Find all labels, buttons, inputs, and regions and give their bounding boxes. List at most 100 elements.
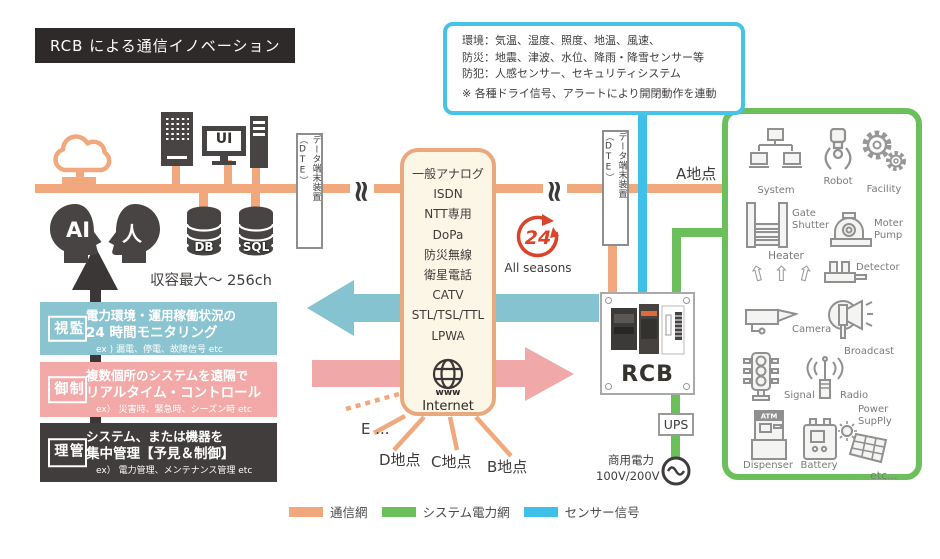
legend-power: システム電力網 (381, 502, 510, 521)
manage-line2: 集中管理【予見＆制御】 (86, 445, 235, 462)
manage-ex: ex） 電力管理、メンテナンス管理 etc (96, 466, 253, 477)
server-icon (161, 112, 193, 166)
svg-text:ATM: ATM (761, 413, 778, 421)
manage-tag: 管理 (48, 437, 87, 468)
sensor-line-env: 環境：気温、湿度、照度、地温、風速、 (462, 34, 660, 47)
network-item: 一般アナログ (412, 167, 484, 181)
db-label: DB (194, 240, 214, 254)
rcb-label: RCB (621, 362, 674, 387)
detector-label: Detector (856, 262, 900, 273)
www-label: www (435, 387, 461, 398)
network-item: 衛星電話 (423, 268, 472, 283)
screw-icon (605, 297, 612, 304)
network-item: ISDN (433, 187, 463, 202)
legend-comm-label: 通信網 (330, 505, 368, 520)
network-item: LPWA (431, 328, 465, 343)
capacity-label: 収容最大〜 256ch (150, 273, 272, 289)
screw-icon (683, 383, 690, 390)
devices-box: System Robot Facility (722, 108, 922, 482)
facility-icon (862, 130, 906, 171)
internet-globe-icon (432, 358, 464, 389)
legend: 通信網 システム電力網 センサー信号 (289, 502, 640, 521)
battery-icon (803, 418, 837, 460)
sensor-line-disaster: 防災：地震、津波、水位、降雨・降雪センサー等 (462, 50, 704, 64)
robot-icon (824, 128, 852, 170)
all-seasons-label: All seasons (504, 261, 572, 275)
network-list-box: 一般アナログ ISDN NTT専用 DoPa 防災無線 衛星電話 CATV ST… (400, 148, 496, 416)
control-line2: リアルタイム・コントロール (86, 384, 262, 401)
battery-label: Battery (800, 460, 838, 471)
system-icon (749, 128, 802, 168)
facility-label: Facility (866, 184, 902, 195)
heater-icon: ⇧⇧⇧ (746, 260, 817, 288)
monitor-pc-icon (202, 116, 268, 168)
screw-icon (683, 297, 690, 304)
monitor-arrow-head (307, 280, 354, 336)
etc-label: etc... (870, 469, 898, 482)
ups-box: UPS (658, 413, 694, 436)
site-b-label: B地点 (487, 458, 528, 476)
moter-pump-label: Moter Pump (874, 218, 903, 241)
dte-left-box: データ端末装置（DTE） (296, 133, 323, 249)
screw-icon (605, 383, 612, 390)
site-c-label: C地点 (431, 453, 472, 471)
control-line1: 複数個所のシステムを遠隔で (86, 368, 249, 383)
line-break-icon: ≈ (345, 172, 380, 210)
monitor-tag: 監視 (48, 315, 87, 342)
page-title: RCB による通信イノベーション (35, 28, 296, 63)
rcb-device-icon (611, 304, 685, 355)
legend-comm: 通信網 (289, 502, 368, 521)
control-ex: ex） 災害時、緊急時、シーズン時 etc (96, 405, 252, 416)
signal-label: Signal (784, 390, 815, 401)
ui-label: UI (215, 131, 233, 147)
sensor-signal-swatch (523, 506, 558, 517)
network-item: NTT専用 (424, 207, 472, 222)
manage-line1: システム、または機器を (86, 429, 224, 444)
control-tag: 制御 (48, 375, 87, 404)
ac-power-icon (661, 456, 691, 486)
broadcast-icon (828, 299, 873, 339)
network-item: 防災無線 (423, 247, 472, 262)
signal-icon (743, 352, 779, 401)
robot-label: Robot (823, 176, 853, 187)
dispenser-label: Dispenser (743, 460, 793, 471)
network-item: DoPa (432, 227, 464, 242)
camera-label: Camera (792, 324, 832, 335)
control-row: 制御 複数個所のシステムを遠隔で リアルタイム・コントロール ex） 災害時、緊… (40, 362, 277, 417)
network-item: STL/TSL/TTL (411, 308, 485, 323)
manage-row: 管理 システム、または機器を 集中管理【予見＆制御】 ex） 電力管理、メンテナ… (40, 423, 277, 482)
site-d-label: D地点 (379, 451, 421, 469)
radio-icon (806, 356, 844, 399)
moter-pump-icon (830, 212, 872, 247)
system-label: System (757, 185, 795, 196)
network-item: CATV (432, 288, 464, 303)
commercial-power-label: 商用電力 100V/200V (596, 453, 660, 484)
broadcast-label: Broadcast (844, 346, 895, 357)
comm-network-swatch (289, 506, 323, 517)
detector-icon (824, 261, 867, 283)
legend-sensor-label: センサー信号 (564, 505, 640, 520)
ai-human-heads-icon (50, 204, 160, 263)
dte-right-label: データ端末装置（DTE） (603, 132, 627, 199)
all-seasons-24-icon: 24 (516, 214, 559, 258)
cloud-icon (53, 134, 112, 173)
dte-left-label: データ端末装置（DTE） (297, 135, 321, 202)
site-e-label: E ... (361, 420, 390, 438)
legend-power-label: システム電力網 (422, 505, 510, 520)
camera-icon (745, 308, 798, 335)
monitor-ex: ex ) 漏電、停電、故障信号 etc (96, 345, 223, 356)
power-line2: 100V/200V (596, 468, 660, 483)
sensor-info-box: 環境：気温、湿度、照度、地温、風速、 防災：地震、津波、水位、降雨・降雪センサー… (443, 22, 745, 115)
rcb-unit: RCB (600, 292, 695, 395)
internet-label: Internet (422, 398, 474, 414)
line-break-icon: ≈ (538, 172, 573, 210)
sensor-line-security: 防犯：人感センサー、セキュリティシステム (462, 67, 681, 80)
heater-label: Heater (768, 250, 804, 262)
human-label: 人 (122, 222, 142, 246)
control-arrow-head (525, 347, 574, 401)
system-power-swatch (381, 506, 416, 517)
power-supply-icon (838, 421, 888, 464)
monitor-row: 監視 電力環境・運用稼働状況の 24 時間モニタリング ex ) 漏電、停電、故… (40, 302, 277, 355)
gate-shutter-label: Gate Shutter (792, 208, 830, 231)
